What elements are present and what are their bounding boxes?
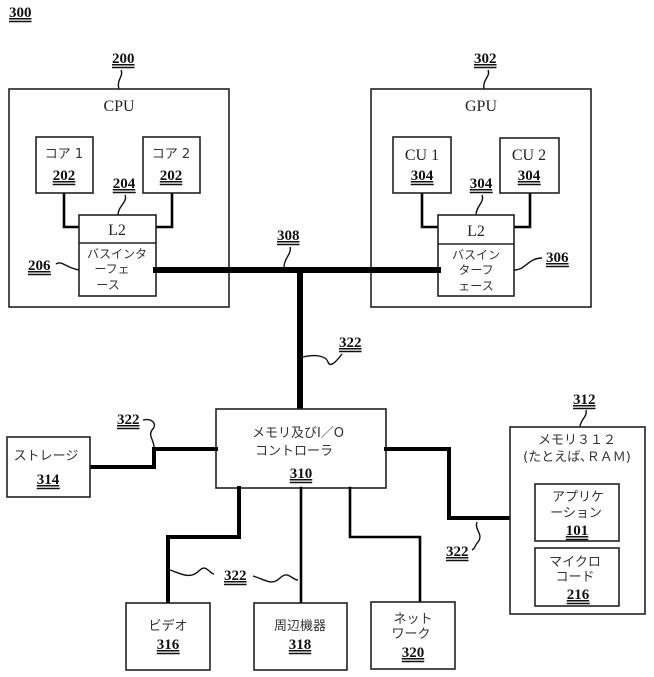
peripheral-label: 周辺機器 — [274, 619, 326, 634]
bus-leader — [283, 246, 292, 268]
storage-block: ストレージ 314 322 — [6, 412, 218, 498]
application-ref: 101 — [566, 523, 589, 539]
gpu-bi-line2: ターフ — [458, 263, 493, 277]
cpu-l2-ref: 204 — [113, 176, 136, 192]
controller-ref: 310 — [290, 466, 313, 482]
trunk-link-leader — [302, 353, 343, 366]
memory-link-ref: 322 — [446, 544, 469, 560]
core2-ref: 202 — [160, 168, 183, 184]
storage-link-ref: 322 — [117, 412, 140, 428]
network-block: ネット ワーク 320 — [348, 486, 456, 670]
peripheral-link-leader — [252, 574, 299, 583]
cu2-label: CU 2 — [512, 147, 546, 164]
gpu-l2-box — [437, 214, 515, 297]
system-bus: 308 322 — [153, 228, 441, 412]
memory-block: 312 メモリ３１２ (たとえば､ＲＡＭ) アプリケ ーション 101 マイクロ… — [384, 392, 646, 615]
microcode-box — [534, 547, 620, 607]
network-line1: ネット — [393, 612, 432, 627]
gpu-bi-ref: 306 — [546, 250, 569, 266]
controller-line1: メモリ及びI／O — [252, 426, 344, 441]
cpu-l2-label: L2 — [108, 222, 126, 239]
gpu-bi-line1: バスイン — [452, 248, 500, 262]
network-ref: 320 — [402, 645, 425, 661]
application-line1: アプリケ — [552, 490, 604, 505]
memory-ref: 312 — [573, 392, 596, 408]
controller-box — [215, 408, 387, 489]
cu2-connector — [512, 191, 532, 229]
gpu-leader — [483, 69, 490, 90]
core1-ref: 202 — [53, 168, 76, 184]
cpu-bi-line3: ース — [96, 278, 119, 292]
core1-label: コア 1 — [45, 147, 83, 162]
cpu-ref: 200 — [112, 51, 135, 67]
controller-line2: コントローラ — [255, 444, 333, 459]
memory-leader — [579, 409, 588, 428]
gpu-bi-leader — [513, 257, 543, 271]
storage-ref: 314 — [37, 472, 60, 488]
cpu-block: 200 CPU コア 1 202 コア 2 202 204 L2 バスインタ ー… — [8, 51, 230, 308]
memory-line1: メモリ３１２ — [538, 433, 616, 448]
core1-connector — [62, 191, 81, 229]
microcode-ref: 216 — [567, 587, 590, 603]
storage-connector — [88, 447, 218, 469]
gpu-l2-label: L2 — [467, 223, 485, 240]
core2-connector — [154, 191, 174, 229]
memory-link-leader — [471, 521, 481, 551]
peripheral-block: 周辺機器 318 — [253, 486, 348, 671]
bottom-link-ref: 322 — [224, 568, 247, 584]
controller-block: メモリ及びI／O コントローラ 310 — [215, 408, 387, 489]
gpu-title: GPU — [465, 98, 497, 115]
gpu-ref: 302 — [474, 51, 497, 67]
cpu-l2-leader — [117, 194, 127, 216]
cpu-bi-line1: バスインタ — [87, 247, 147, 261]
cu1-ref: 304 — [411, 168, 434, 184]
memory-line2: (たとえば､ＲＡＭ) — [523, 450, 631, 465]
gpu-l2-leader — [475, 194, 484, 216]
cu1-box — [392, 136, 452, 194]
network-connector — [348, 486, 422, 604]
video-label: ビデオ — [148, 618, 187, 634]
application-line2: ーション — [550, 506, 602, 521]
core1-box — [35, 136, 94, 194]
application-box — [534, 483, 620, 542]
storage-link-leader — [142, 418, 156, 448]
storage-label: ストレージ — [14, 449, 79, 464]
gpu-bi-line3: ェース — [458, 279, 493, 293]
cu2-ref: 304 — [518, 168, 541, 184]
cpu-leader — [117, 69, 123, 90]
peripheral-box — [253, 602, 348, 671]
bus-ref: 308 — [277, 228, 300, 244]
video-box — [125, 602, 211, 671]
network-box — [370, 601, 456, 670]
cpu-bi-line2: ーフェ — [94, 262, 129, 276]
cpu-title: CPU — [103, 98, 135, 115]
memory-connector — [384, 447, 512, 520]
figure-ref: 300 — [9, 5, 32, 21]
core2-box — [142, 136, 201, 194]
gpu-l2-ref: 304 — [470, 176, 493, 192]
storage-box — [6, 436, 91, 498]
peripheral-ref: 318 — [289, 637, 312, 653]
microcode-line1: マイクロ — [549, 555, 601, 570]
video-block: ビデオ 316 — [125, 486, 241, 671]
trunk-link-ref: 322 — [339, 335, 362, 351]
cu1-label: CU 1 — [405, 147, 439, 164]
cpu-l2-box — [78, 214, 157, 297]
video-ref: 316 — [157, 637, 180, 653]
network-line2: ワーク — [391, 627, 430, 642]
core2-label: コア 2 — [152, 147, 190, 162]
video-link-leader — [169, 567, 215, 577]
microcode-line2: コード — [555, 570, 594, 585]
video-connector — [166, 486, 241, 605]
cpu-bi-leader — [55, 262, 80, 271]
cpu-bi-ref: 206 — [28, 258, 51, 274]
cu1-connector — [420, 191, 440, 229]
